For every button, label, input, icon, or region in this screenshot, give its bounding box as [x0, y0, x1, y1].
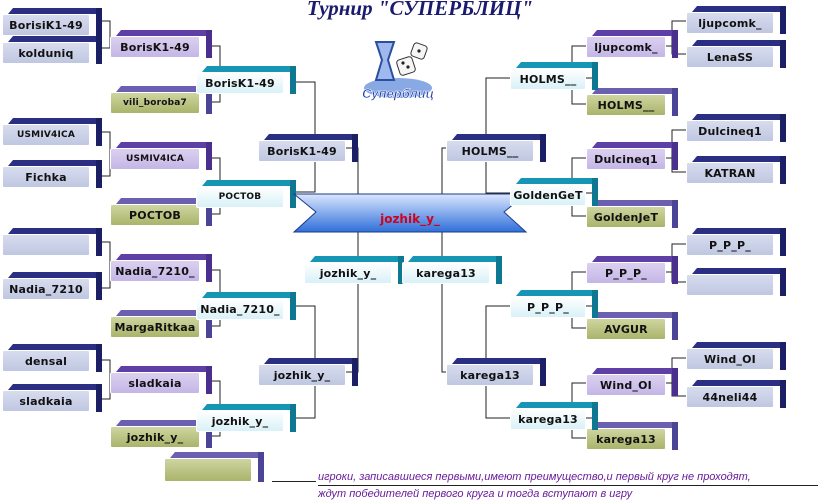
player-slot[interactable]: kolduniq — [2, 36, 102, 64]
finalist-right[interactable]: karega13 — [402, 256, 502, 284]
player-slot[interactable]: sladkaia — [2, 384, 102, 412]
player-slot[interactable]: USMIV4ICA — [2, 118, 102, 146]
player-slot[interactable]: РОСТОВ — [196, 180, 296, 208]
player-slot[interactable]: karega13 — [510, 402, 598, 430]
player-slot[interactable]: karega13 — [586, 422, 678, 450]
player-slot[interactable]: GoldenJeT — [586, 200, 678, 228]
player-slot[interactable]: LenaSS — [686, 40, 786, 68]
player-slot[interactable]: HOLMS__ — [510, 62, 598, 90]
player-slot-empty[interactable] — [686, 268, 786, 296]
player-slot[interactable]: Fichka — [2, 160, 102, 188]
finalist-left[interactable]: jozhik_y_ — [304, 256, 404, 284]
page-title: Турнир "СУПЕРБЛИЦ" — [306, 0, 534, 20]
rules-note-line-2: ждут победителей первого круга и тогда в… — [318, 488, 633, 500]
player-slot[interactable]: BorisK1-49 — [258, 134, 358, 162]
player-slot[interactable]: Nadia_7210_ — [110, 254, 212, 282]
player-slot[interactable]: MargaRitkaa — [110, 310, 212, 338]
player-slot[interactable]: sladkaia — [110, 366, 212, 394]
rules-note: игроки, записавшиеся первыми,имеют преим… — [318, 469, 818, 502]
note-divider — [272, 481, 316, 482]
player-slot[interactable]: HOLMS__ — [446, 134, 546, 162]
player-slot[interactable]: USMIV4ICA — [110, 142, 212, 170]
player-slot[interactable]: ljupcomk_ — [586, 30, 678, 58]
player-slot[interactable]: Nadia_7210 — [2, 272, 102, 300]
player-slot[interactable]: P_P_P_ — [586, 256, 678, 284]
player-slot[interactable]: GoldenGeT — [510, 178, 598, 206]
player-slot[interactable]: Wind_OI — [586, 368, 678, 396]
player-slot[interactable]: vili_boroba7 — [110, 86, 212, 114]
player-slot[interactable]: Dulcineq1 — [586, 142, 678, 170]
player-slot[interactable]: P_P_P_ — [510, 290, 598, 318]
superblitz-logo-icon: Суперблиц — [362, 41, 434, 101]
player-slot[interactable]: ljupcomk_ — [686, 6, 786, 34]
player-slot[interactable]: РОСТОВ — [110, 198, 212, 226]
player-slot[interactable]: BorisK1-49 — [110, 30, 212, 58]
player-slot[interactable]: AVGUR — [586, 312, 678, 340]
player-slot[interactable]: P_P_P_ — [686, 228, 786, 256]
player-slot[interactable]: densal — [2, 344, 102, 372]
player-slot[interactable]: KATRAN — [686, 156, 786, 184]
player-slot-empty[interactable] — [2, 228, 102, 256]
player-slot[interactable]: BorisK1-49 — [196, 66, 296, 94]
player-slot[interactable]: Dulcineq1 — [686, 114, 786, 142]
player-slot[interactable]: jozhik_y_ — [110, 420, 212, 448]
player-slot[interactable]: Nadia_7210_ — [196, 292, 296, 320]
svg-text:Суперблиц: Суперблиц — [362, 86, 434, 101]
player-slot-empty[interactable] — [164, 452, 264, 482]
player-slot[interactable]: BorisiK1-49 — [2, 8, 102, 36]
player-slot[interactable]: jozhik_y_ — [258, 358, 358, 386]
rules-note-line-1: игроки, записавшиеся первыми,имеют преим… — [318, 469, 818, 486]
player-slot[interactable]: HOLMS__ — [586, 88, 678, 116]
player-slot[interactable]: Wind_OI — [686, 342, 786, 370]
winner-name: jozhik_y_ — [380, 212, 440, 226]
player-slot[interactable]: jozhik_y_ — [196, 404, 296, 432]
player-slot[interactable]: 44neli44 — [686, 380, 786, 408]
player-slot[interactable]: karega13 — [446, 358, 546, 386]
